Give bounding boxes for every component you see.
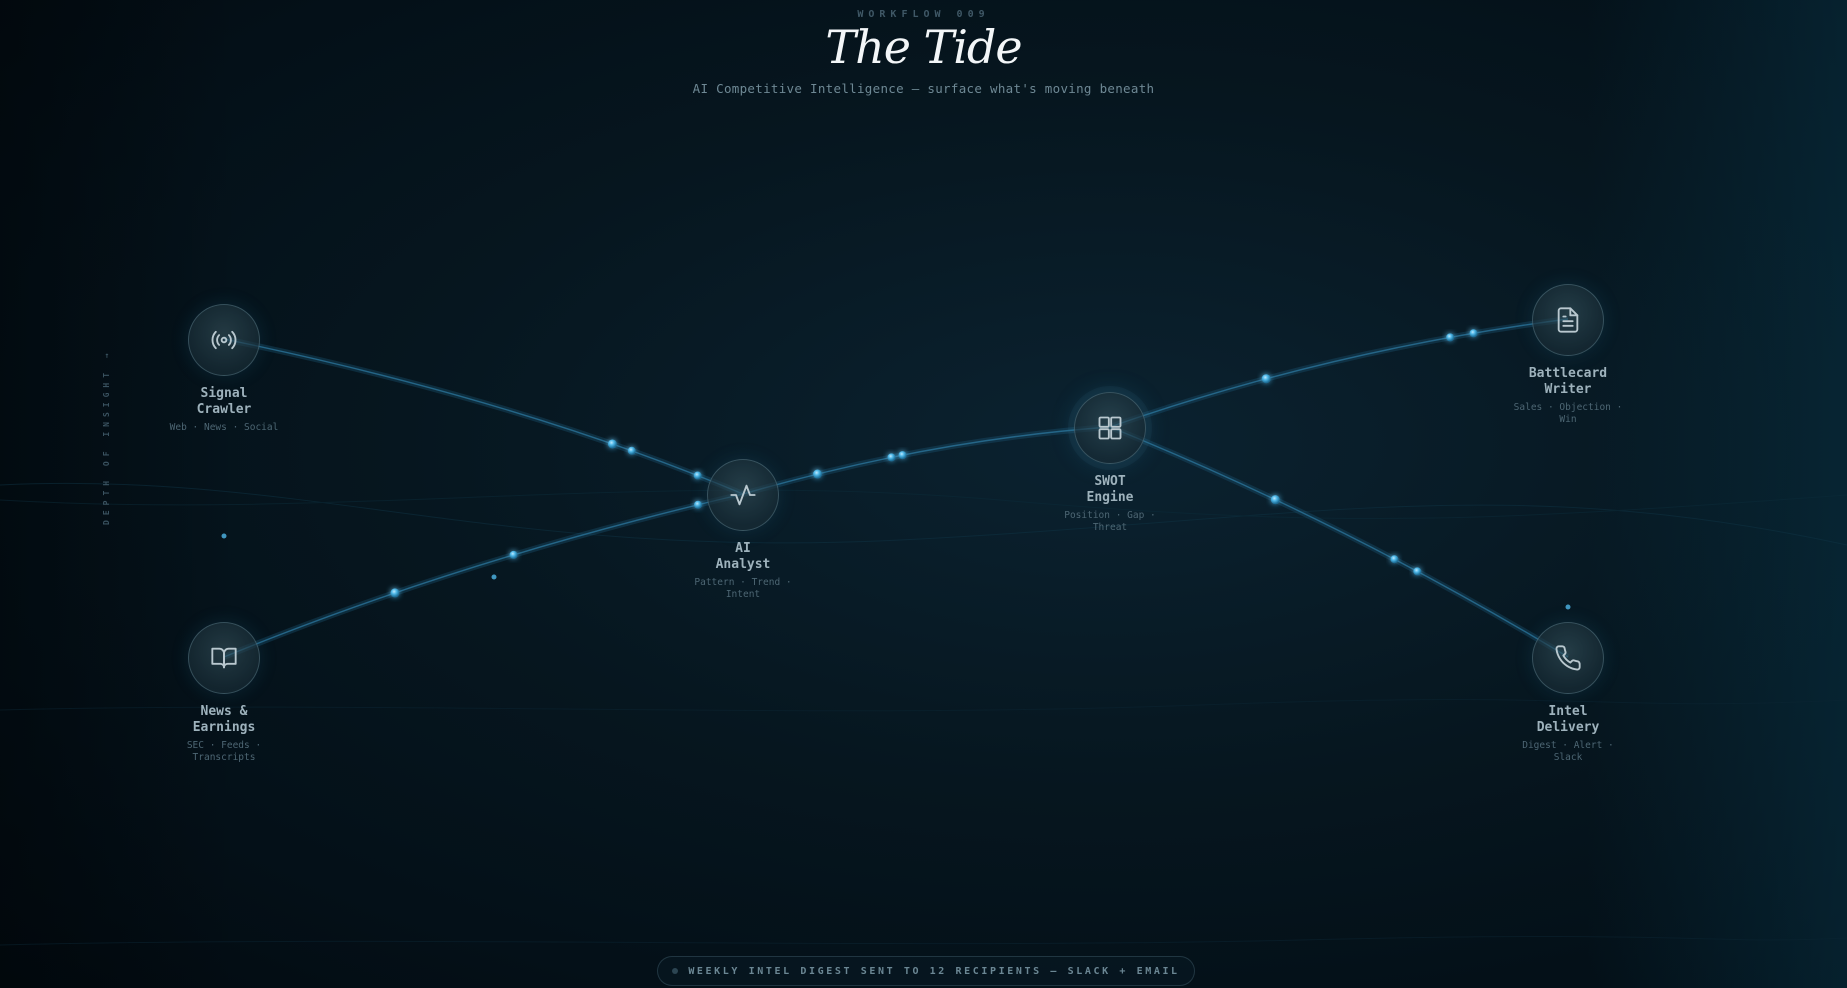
node-news-earnings[interactable]: News & Earnings SEC · Feeds · Transcript… <box>134 622 314 764</box>
flow-particle <box>693 471 702 480</box>
node-swot-engine[interactable]: SWOT Engine Position · Gap · Threat <box>1020 392 1200 534</box>
node-signal-crawler[interactable]: Signal Crawler Web · News · Social <box>134 304 314 434</box>
node-circle[interactable] <box>1074 392 1146 464</box>
ambient-particle <box>1565 604 1571 610</box>
flow-particle <box>813 469 823 479</box>
node-sublabel: Position · Gap · Threat <box>1064 510 1156 533</box>
activity-icon <box>730 484 756 506</box>
node-label: Signal Crawler <box>196 386 252 417</box>
node-circle[interactable] <box>1532 622 1604 694</box>
node-sublabel: Digest · Alert · Slack <box>1522 740 1614 763</box>
node-sublabel: Sales · Objection · Win <box>1513 402 1623 425</box>
flow-particle <box>607 439 617 449</box>
broadcast-icon <box>211 330 237 350</box>
document-icon <box>1557 307 1579 333</box>
flow-particle <box>1469 329 1478 338</box>
edge-news-earnings-to-ai-analyst <box>223 493 744 658</box>
phone-icon <box>1555 645 1581 671</box>
node-sublabel: SEC · Feeds · Transcripts <box>186 740 262 763</box>
flow-particle <box>627 446 636 455</box>
edge-signal-crawler-to-ai-analyst <box>223 338 744 495</box>
node-circle[interactable] <box>188 622 260 694</box>
node-label: SWOT Engine <box>1086 474 1134 505</box>
ambient-particle <box>221 533 227 539</box>
edge-ai-analyst-to-swot-engine <box>742 426 1111 495</box>
node-intel-delivery[interactable]: Intel Delivery Digest · Alert · Slack <box>1478 622 1658 764</box>
depth-axis-label: DEPTH OF INSIGHT → <box>102 348 111 525</box>
node-label: AI Analyst <box>715 541 771 572</box>
flow-particle <box>1413 567 1422 576</box>
node-battlecard-writer[interactable]: Battlecard Writer Sales · Objection · Wi… <box>1478 284 1658 426</box>
page-subtitle: AI Competitive Intelligence — surface wh… <box>692 81 1155 96</box>
node-sublabel: Pattern · Trend · Intent <box>694 577 792 600</box>
digest-status-pill: WEEKLY INTEL DIGEST SENT TO 12 RECIPIENT… <box>657 956 1195 986</box>
edges-layer <box>222 316 1570 660</box>
flow-particle <box>887 453 896 462</box>
edge-swot-engine-to-battlecard-writer <box>1109 318 1569 428</box>
flow-particle <box>1446 333 1455 342</box>
flow-particle <box>694 500 703 509</box>
tide-waves <box>0 482 1847 946</box>
node-circle[interactable] <box>188 304 260 376</box>
node-ai-analyst[interactable]: AI Analyst Pattern · Trend · Intent <box>653 459 833 601</box>
node-label: Battlecard Writer <box>1528 366 1608 397</box>
flow-particle <box>1390 555 1399 564</box>
status-dot-icon <box>672 968 679 974</box>
flow-particle <box>509 550 518 559</box>
workflow-eyebrow: WORKFLOW 009 <box>857 9 990 20</box>
digest-status-text: WEEKLY INTEL DIGEST SENT TO 12 RECIPIENT… <box>688 965 1180 977</box>
node-circle[interactable] <box>707 459 779 531</box>
edge-swot-engine-to-intel-delivery <box>1109 426 1569 658</box>
grid-icon <box>1098 416 1122 440</box>
node-sublabel: Web · News · Social <box>169 422 279 433</box>
flow-particle <box>1261 374 1271 384</box>
flow-particle <box>898 451 907 460</box>
node-label: Intel Delivery <box>1536 704 1600 735</box>
ambient-particle <box>491 574 497 580</box>
flow-particle <box>1270 495 1280 505</box>
node-label: News & Earnings <box>192 704 256 735</box>
page-title: The Tide <box>825 20 1022 74</box>
book-icon <box>211 647 237 669</box>
particles-layer <box>221 329 1571 610</box>
node-circle[interactable] <box>1532 284 1604 356</box>
flow-particle <box>390 588 400 598</box>
